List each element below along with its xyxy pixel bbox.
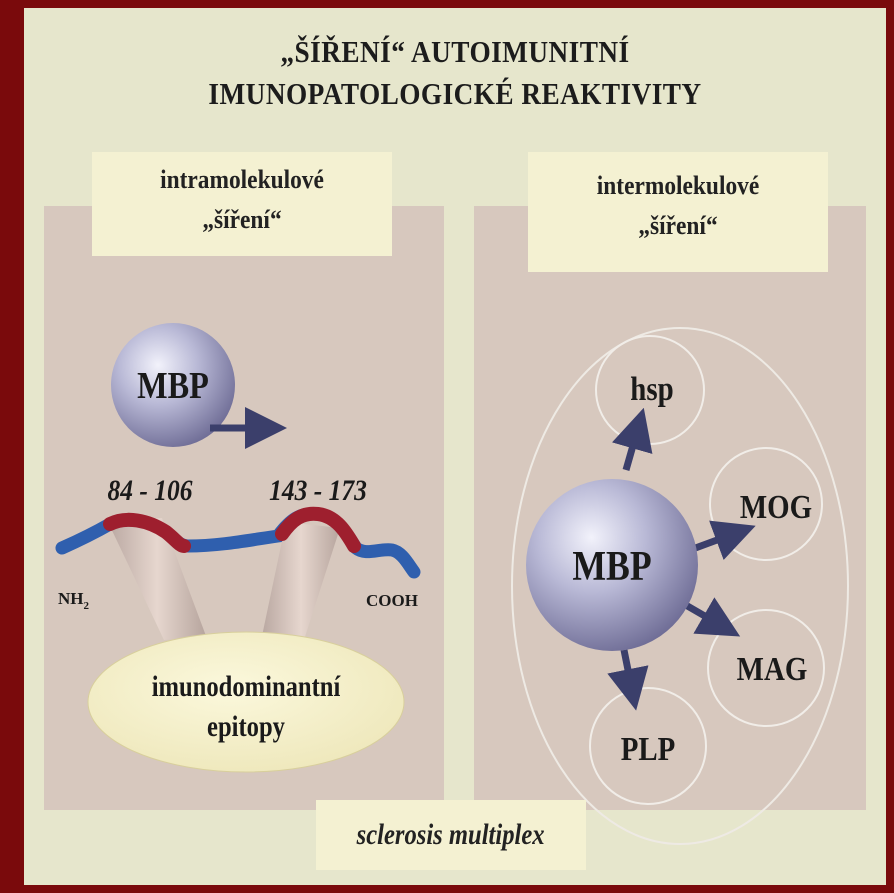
epitope-label-line-1: imunodominantní xyxy=(152,670,341,703)
intramolecular-label-line-2: „šíření“ xyxy=(202,205,282,234)
arrow-to-mag-icon xyxy=(682,597,741,637)
spread-outer-ellipse xyxy=(511,327,849,845)
epitope-ellipse xyxy=(87,631,405,773)
arrow-to-hsp-icon xyxy=(612,407,653,471)
n-terminus-subscript: 2 xyxy=(84,600,90,612)
target-mog: MOG xyxy=(740,488,812,526)
intramolecular-label-line-1: intramolekulové xyxy=(160,165,324,194)
epitope-segment-2 xyxy=(275,506,361,553)
epitope-beam-1 xyxy=(108,518,206,640)
arrow-to-mog-icon xyxy=(688,520,756,560)
arrow-to-plp-icon xyxy=(607,649,649,711)
mbp-label-left: MBP xyxy=(137,365,209,407)
footer-label: sclerosis multiplex xyxy=(357,818,545,851)
mag-ring xyxy=(707,609,825,727)
target-hsp: hsp xyxy=(630,370,673,408)
intermolecular-label-line-2: „šíření“ xyxy=(638,211,718,240)
mbp-label-right: MBP xyxy=(572,543,651,589)
target-plp: PLP xyxy=(621,730,676,768)
mbp-sphere-right xyxy=(526,479,698,651)
footer-label-box: sclerosis multiplex xyxy=(316,800,586,870)
n-terminus-label: NH2 xyxy=(58,589,90,612)
epitope-label-line-2: epitopy xyxy=(207,710,285,743)
n-terminus-text: NH xyxy=(58,589,84,608)
c-terminus-label: COOH xyxy=(366,591,418,610)
epitope-range-1: 84 - 106 xyxy=(108,474,193,507)
mbp-sphere-left xyxy=(111,323,235,447)
epitope-range-2: 143 - 173 xyxy=(269,474,367,507)
title-line-1: „ŠÍŘENÍ“ AUTOIMUNITNÍ xyxy=(280,34,630,69)
epitope-segment-1 xyxy=(103,512,191,553)
epitope-beam-2 xyxy=(262,522,340,640)
target-mag: MAG xyxy=(737,650,808,688)
intramolecular-label-box: intramolekulové „šíření“ xyxy=(92,152,392,256)
mog-ring xyxy=(709,447,823,561)
intermolecular-label-line-1: intermolekulové xyxy=(596,171,760,200)
title-line-2: IMUNOPATOLOGICKÉ REAKTIVITY xyxy=(208,76,702,111)
intermolecular-label-box: intermolekulové „šíření“ xyxy=(528,152,828,272)
